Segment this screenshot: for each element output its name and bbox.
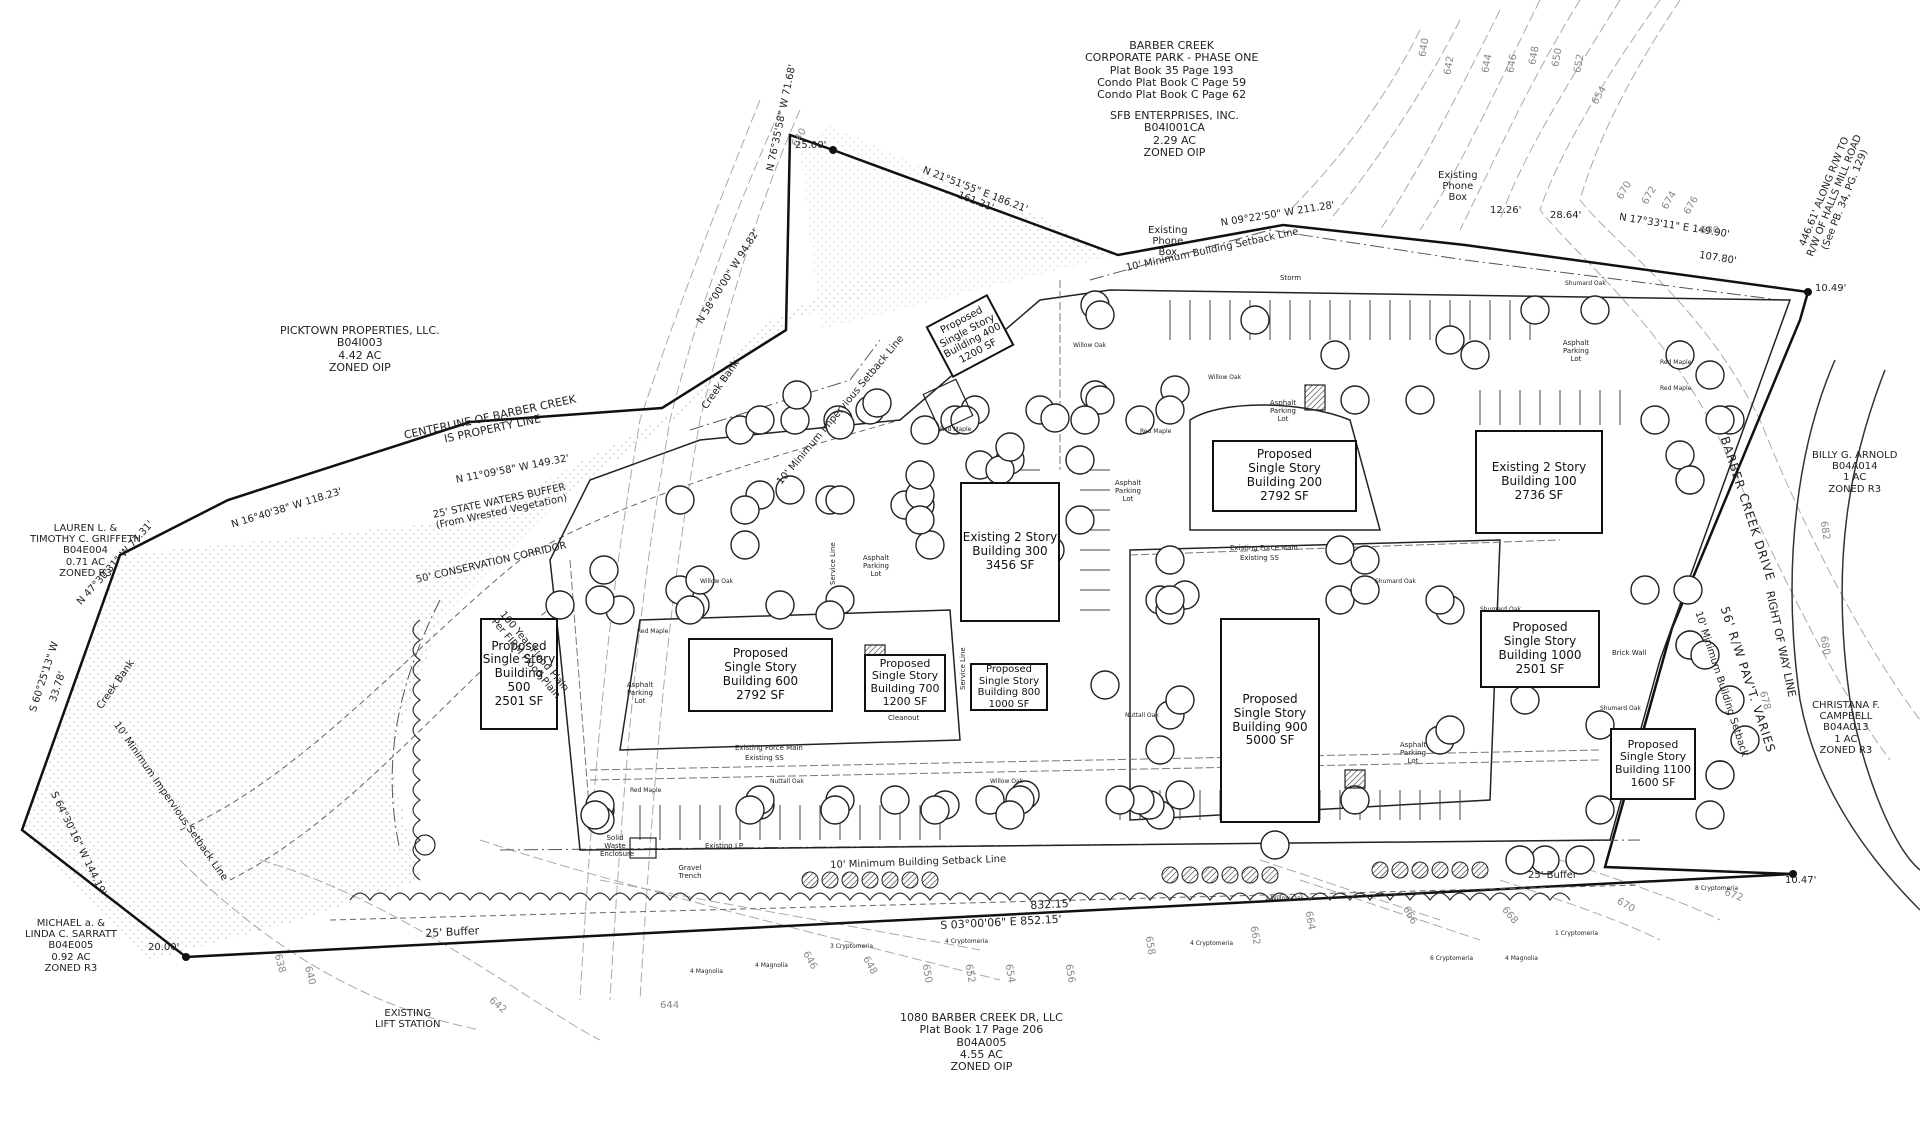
buffer-zone-north bbox=[800, 125, 1118, 330]
callout-shumard-oak-4: Shumard Oak bbox=[1600, 705, 1641, 712]
callout-red-maple-5: Red Maple bbox=[637, 628, 669, 635]
note-parking-6: Asphalt Parking Lot bbox=[1562, 339, 1590, 363]
trees bbox=[585, 290, 1735, 860]
note-cleanout: Cleanout bbox=[888, 714, 920, 722]
buffer-lines bbox=[179, 419, 1641, 921]
callout-willow-oak-4: Willow Oak bbox=[990, 778, 1024, 785]
note-gravel-trench: Gravel Trench bbox=[678, 864, 702, 880]
callout-red-maple-2: Red Maple bbox=[1140, 428, 1172, 435]
road-lines bbox=[1791, 359, 1920, 911]
boundary-corners bbox=[182, 146, 1812, 961]
bearing-b11b: 832.15' bbox=[1029, 896, 1073, 912]
tree-line-south bbox=[349, 892, 1571, 902]
dist-d6: 10.47' bbox=[1785, 875, 1817, 886]
note-parking-5: Asphalt Parking Lot bbox=[1399, 741, 1427, 765]
callout-willow-oak-2: Willow Oak bbox=[1208, 374, 1242, 381]
trees-perimeter bbox=[585, 300, 1745, 875]
callout-4-magnolia-3: 4 Magnolia bbox=[1505, 955, 1538, 962]
callout-8-cryptomeria: 8 Cryptomeria bbox=[1695, 885, 1739, 892]
creek-centerline bbox=[21, 134, 791, 831]
note-brick-wall: Brick Wall bbox=[1612, 649, 1647, 657]
callout-1-cryptomeria: 1 Cryptomeria bbox=[1555, 930, 1599, 937]
callout-shumard-oak-3: Shumard Oak bbox=[1375, 578, 1416, 585]
setback-lines bbox=[391, 229, 1781, 851]
note-existing-ss-2: Existing SS bbox=[1240, 554, 1279, 562]
note-buffer-east: 25' Buffer bbox=[1528, 870, 1578, 881]
dist-d4: 28.64' bbox=[1550, 210, 1582, 221]
callout-red-maple-4: Red Maple bbox=[1660, 385, 1692, 392]
callout-willow-oak-3: Willow Oak bbox=[700, 578, 734, 585]
callout-red-maple-3: Red Maple bbox=[1660, 359, 1692, 366]
contour-644-s: 644 bbox=[660, 1000, 680, 1011]
note-parking-4: Asphalt Parking Lot bbox=[626, 681, 654, 705]
callout-shumard-oak-2: Shumard Oak bbox=[1480, 606, 1521, 613]
callout-4-cryptomeria-2: 4 Cryptomeria bbox=[1190, 940, 1234, 947]
note-parking-2: Asphalt Parking Lot bbox=[1114, 479, 1142, 503]
note-existing-forcemain-2: Existing Force Main bbox=[1230, 544, 1298, 552]
callout-nuttall-oak-1: Nuttall Oak bbox=[1125, 712, 1159, 719]
note-parking-3: Asphalt Parking Lot bbox=[862, 554, 890, 578]
note-existing-ss: Existing SS bbox=[745, 754, 784, 762]
callout-willow-oak-1: Willow Oak bbox=[1073, 342, 1107, 349]
dist-d3: 12.26' bbox=[1490, 205, 1522, 216]
buffer-zone bbox=[20, 210, 1110, 960]
contour-680: 680 bbox=[1700, 225, 1720, 236]
callout-1-willow-oak: 1 Willow Oak bbox=[1265, 895, 1304, 902]
note-existing-forcemain: Existing Force Main bbox=[735, 744, 803, 752]
note-solid-waste: Solid Waste Enclosure bbox=[600, 834, 635, 858]
hatched-plantings bbox=[801, 861, 1489, 889]
callout-6-cryptomeria: 6 Cryptomeria bbox=[1430, 955, 1474, 962]
dist-d5: 10.49' bbox=[1815, 283, 1847, 294]
callout-4-magnolia: 4 Magnolia bbox=[690, 968, 723, 975]
note-service-line-2: Service Line bbox=[959, 647, 967, 690]
callout-nuttall-oak-2: Nuttall Oak bbox=[770, 778, 804, 785]
callout-4-cryptomeria: 4 Cryptomeria bbox=[945, 938, 989, 945]
note-parking-1: Asphalt Parking Lot bbox=[1269, 399, 1297, 423]
trees-sw bbox=[545, 485, 1025, 830]
callout-red-maple-1: Red Maple bbox=[940, 426, 972, 433]
note-storm: Storm bbox=[1280, 274, 1302, 282]
note-service-line: Service Line bbox=[829, 542, 837, 585]
callout-4-magnolia-2: 4 Magnolia bbox=[755, 962, 788, 969]
callout-3-cryptomeria: 3 Cryptomeria bbox=[830, 943, 874, 950]
callout-red-maple-6: Red Maple bbox=[630, 787, 662, 794]
callout-shumard-oak-1: Shumard Oak bbox=[1565, 280, 1606, 287]
dist-d1: 25.00' bbox=[795, 140, 827, 151]
dist-d2: 20.00' bbox=[148, 942, 180, 953]
note-existing-lp: Existing LP bbox=[705, 842, 744, 850]
trees-clustered bbox=[1320, 340, 1760, 830]
